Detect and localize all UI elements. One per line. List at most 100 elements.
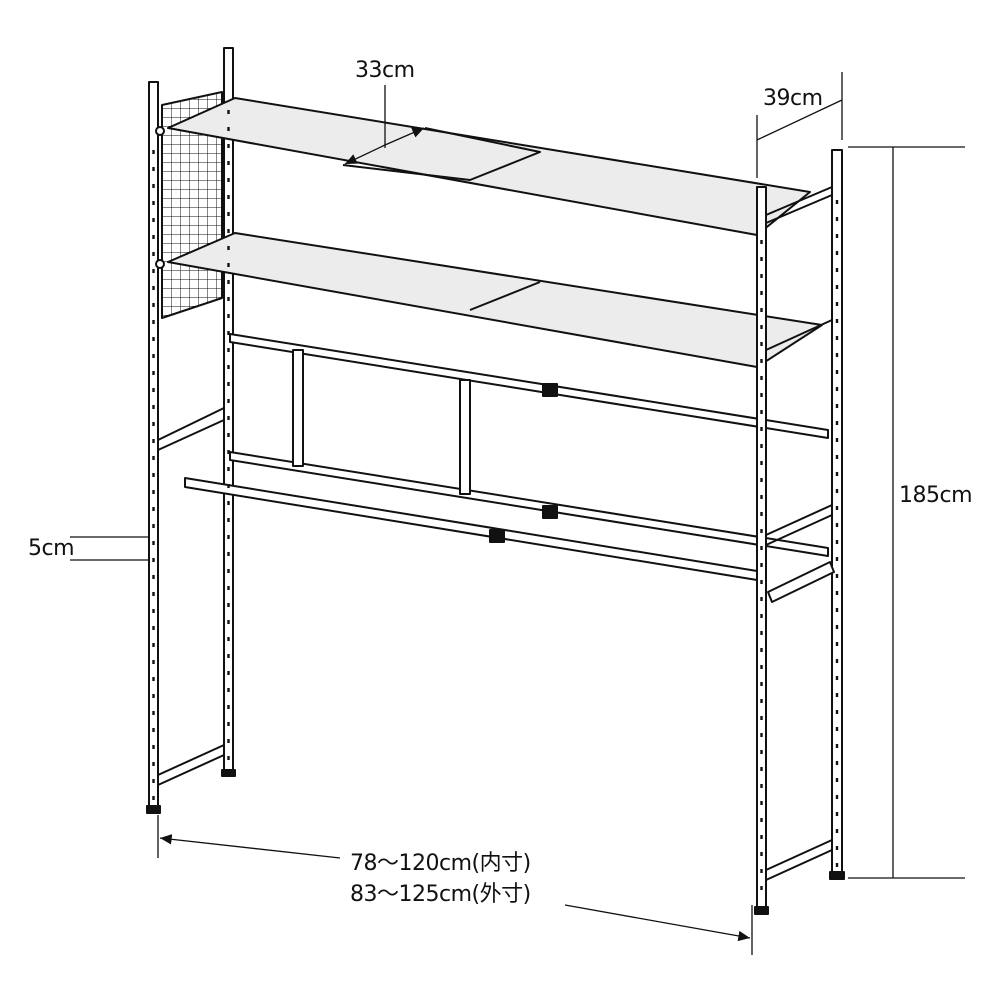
adjustment-hole	[152, 235, 155, 239]
adjustment-hole	[152, 711, 155, 715]
adjustment-hole	[152, 473, 155, 477]
adjustment-hole	[835, 591, 839, 595]
adjustment-hole	[760, 631, 763, 635]
height-label: 185cm	[899, 483, 973, 508]
adjustment-hole	[227, 280, 230, 284]
adjustment-hole	[760, 852, 763, 856]
adjustment-hole	[227, 144, 230, 148]
adjustment-hole	[835, 761, 839, 765]
adjustment-hole	[835, 676, 839, 680]
adjustment-hole	[835, 404, 839, 408]
adjustment-hole	[227, 246, 230, 250]
adjustment-hole	[835, 200, 839, 204]
adjustment-hole	[227, 705, 230, 709]
adjustment-hole	[760, 716, 763, 720]
adjustment-hole	[152, 745, 155, 749]
adjustment-hole	[835, 795, 839, 799]
adjustment-hole	[227, 586, 230, 590]
adjustment-hole	[152, 184, 155, 188]
adjustment-hole	[152, 167, 155, 171]
adjustment-hole	[835, 608, 839, 612]
adjustment-hole	[760, 784, 763, 788]
adjustment-hole	[760, 818, 763, 822]
adjustment-hole	[227, 195, 230, 199]
adjustment-hole	[760, 240, 763, 244]
adjustment-hole	[835, 319, 839, 323]
adjustment-hole	[152, 337, 155, 341]
adjustment-hole	[760, 291, 763, 295]
dimension-lines	[70, 72, 965, 955]
adjustment-hole	[760, 410, 763, 414]
adjustment-hole	[227, 433, 230, 437]
adjustment-hole	[152, 439, 155, 443]
adjustment-hole	[760, 869, 763, 873]
adjustment-hole	[152, 490, 155, 494]
adjustment-hole	[835, 625, 839, 629]
adjustment-hole	[227, 416, 230, 420]
adjustment-hole	[760, 342, 763, 346]
adjustment-hole	[152, 524, 155, 528]
adjustment-hole	[227, 382, 230, 386]
adjustment-hole	[835, 438, 839, 442]
adjustment-hole	[227, 314, 230, 318]
top-shelf	[167, 97, 811, 236]
adjustment-hole	[760, 563, 763, 567]
adjustment-hole	[760, 886, 763, 890]
adjustment-hole	[152, 371, 155, 375]
adjustment-hole	[760, 325, 763, 329]
adjustment-hole	[227, 229, 230, 233]
adjustment-hole	[152, 592, 155, 596]
adjustment-hole	[835, 574, 839, 578]
adjustment-hole	[835, 251, 839, 255]
adjustment-hole	[760, 257, 763, 261]
adjustment-hole	[152, 269, 155, 273]
adjustment-hole	[227, 161, 230, 165]
adjustment-hole	[227, 127, 230, 131]
adjustment-hole	[835, 285, 839, 289]
adjustment-hole	[152, 354, 155, 358]
adjustment-hole	[152, 456, 155, 460]
adjustment-hole	[227, 110, 230, 114]
adjustment-hole	[760, 801, 763, 805]
adjustment-hole	[760, 733, 763, 737]
adjustment-hole	[227, 569, 230, 573]
adjustment-hole	[227, 518, 230, 522]
side-frames	[157, 186, 833, 881]
adjustment-hole	[152, 150, 155, 154]
adjustment-hole	[227, 365, 230, 369]
adjustment-hole	[152, 694, 155, 698]
adjustment-hole	[835, 523, 839, 527]
adjustment-hole	[835, 659, 839, 663]
adjustment-hole	[152, 303, 155, 307]
adjustment-hole	[760, 274, 763, 278]
adjustment-hole	[227, 671, 230, 675]
adjustment-hole	[152, 796, 155, 800]
adjustment-hole	[835, 370, 839, 374]
adjustment-hole	[152, 643, 155, 647]
adjustment-hole	[835, 506, 839, 510]
adjustment-hole	[835, 217, 839, 221]
adjustment-hole	[835, 778, 839, 782]
adjustment-hole	[835, 472, 839, 476]
adjustment-hole	[760, 512, 763, 516]
adjustment-hole	[152, 507, 155, 511]
adjustment-hole	[152, 320, 155, 324]
adjustment-hole	[152, 388, 155, 392]
adjustment-hole	[835, 846, 839, 850]
adjustment-hole	[835, 336, 839, 340]
adjustment-hole	[227, 654, 230, 658]
adjustment-hole	[227, 535, 230, 539]
hanging-rails	[184, 333, 835, 603]
adjustment-hole	[152, 626, 155, 630]
adjustment-hole	[152, 405, 155, 409]
adjustment-hole	[835, 812, 839, 816]
adjustment-hole	[152, 609, 155, 613]
adjustment-hole	[760, 682, 763, 686]
adjustment-hole	[227, 297, 230, 301]
adjustment-hole	[760, 359, 763, 363]
adjustment-hole	[760, 546, 763, 550]
adjustment-hole	[760, 580, 763, 584]
adjustment-hole	[227, 501, 230, 505]
adjustment-hole	[152, 728, 155, 732]
